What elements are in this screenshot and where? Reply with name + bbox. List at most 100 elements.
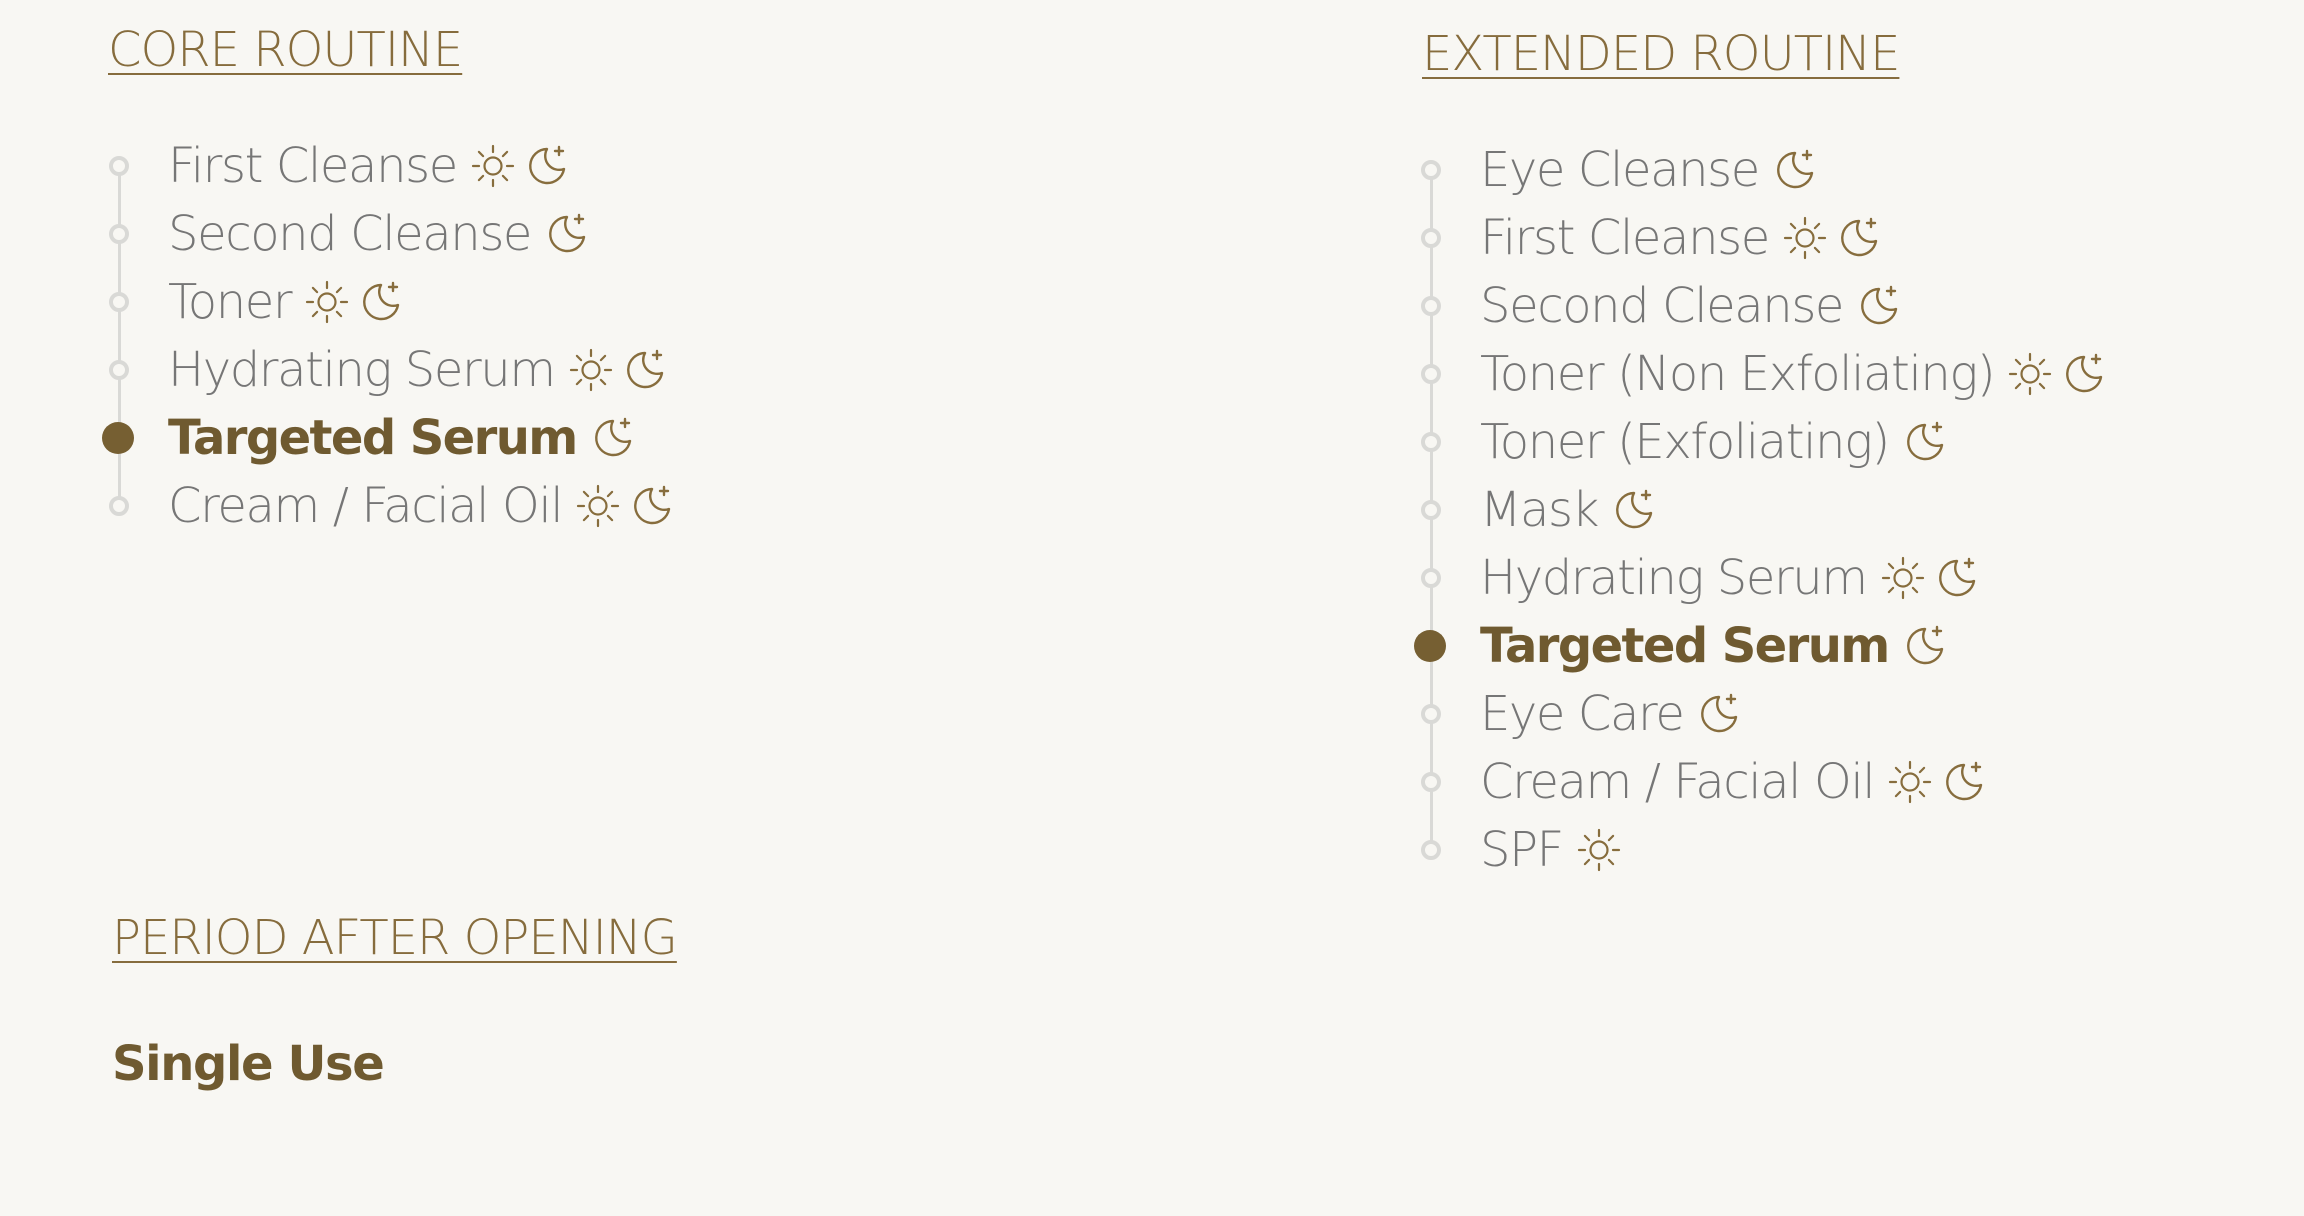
time-of-day-icons (1879, 554, 1981, 602)
step-marker (1421, 772, 1441, 792)
time-of-day-icons (1855, 282, 1903, 330)
routine-step: Hydrating Serum (1420, 548, 1981, 608)
step-label: First Cleanse (1480, 210, 1770, 266)
active-step-marker (1414, 630, 1446, 662)
time-of-day-icons (1901, 418, 1949, 466)
routine-step: First Cleanse (1420, 208, 1883, 268)
sun-icon (1781, 214, 1829, 262)
moon-icon (1901, 418, 1949, 466)
step-label: Hydrating Serum (168, 342, 556, 398)
time-of-day-icons (543, 210, 591, 258)
sun-icon (1879, 554, 1927, 602)
step-marker (1421, 568, 1441, 588)
moon-icon (1835, 214, 1883, 262)
routine-step: Cream / Facial Oil (1420, 752, 1988, 812)
sun-icon (1575, 826, 1623, 874)
time-of-day-icons (1575, 826, 1623, 874)
step-label: Eye Cleanse (1480, 142, 1760, 198)
sun-icon (303, 278, 351, 326)
time-of-day-icons (469, 142, 571, 190)
step-marker (1421, 364, 1441, 384)
routine-step: SPF (1420, 820, 1623, 880)
step-marker (109, 224, 129, 244)
period-after-opening-heading: PERIOD AFTER OPENING (112, 910, 678, 966)
time-of-day-icons (574, 482, 676, 530)
step-marker (1421, 704, 1441, 724)
step-marker (1421, 228, 1441, 248)
step-label: First Cleanse (168, 138, 458, 194)
sun-icon (2006, 350, 2054, 398)
step-label: SPF (1480, 822, 1564, 878)
step-label: Mask (1480, 482, 1599, 538)
step-marker (1421, 840, 1441, 860)
step-marker (109, 496, 129, 516)
step-label: Cream / Facial Oil (1480, 754, 1876, 810)
routine-step: Toner (108, 272, 405, 332)
time-of-day-icons (303, 278, 405, 326)
routine-step: First Cleanse (108, 136, 571, 196)
sun-icon (567, 346, 615, 394)
step-label: Second Cleanse (168, 206, 532, 262)
routine-step: Targeted Serum (102, 408, 637, 468)
moon-icon (1933, 554, 1981, 602)
routine-step: Second Cleanse (108, 204, 591, 264)
moon-icon (589, 414, 637, 462)
step-marker (109, 360, 129, 380)
step-label: Toner (Exfoliating) (1480, 414, 1890, 470)
moon-icon (1901, 622, 1949, 670)
routine-step: Toner (Non Exfoliating) (1420, 344, 2108, 404)
moon-icon (1855, 282, 1903, 330)
sun-icon (469, 142, 517, 190)
moon-icon (523, 142, 571, 190)
moon-icon (543, 210, 591, 258)
routine-step: Eye Cleanse (1420, 140, 1819, 200)
time-of-day-icons (1886, 758, 1988, 806)
routine-step: Eye Care (1420, 684, 1743, 744)
step-label: Targeted Serum (168, 410, 578, 466)
step-label: Toner (168, 274, 293, 330)
time-of-day-icons (1695, 690, 1743, 738)
time-of-day-icons (1610, 486, 1658, 534)
step-marker (109, 156, 129, 176)
routine-step: Targeted Serum (1414, 616, 1949, 676)
moon-icon (357, 278, 405, 326)
routine-step: Cream / Facial Oil (108, 476, 676, 536)
step-label: Cream / Facial Oil (168, 478, 564, 534)
moon-icon (1695, 690, 1743, 738)
extended-routine-heading: EXTENDED ROUTINE (1422, 26, 1900, 82)
time-of-day-icons (2006, 350, 2108, 398)
step-marker (109, 292, 129, 312)
active-step-marker (102, 422, 134, 454)
step-marker (1421, 160, 1441, 180)
routine-step: Toner (Exfoliating) (1420, 412, 1949, 472)
moon-icon (628, 482, 676, 530)
moon-icon (2060, 350, 2108, 398)
step-label: Toner (Non Exfoliating) (1480, 346, 1996, 402)
moon-icon (1771, 146, 1819, 194)
time-of-day-icons (1901, 622, 1949, 670)
time-of-day-icons (1781, 214, 1883, 262)
period-after-opening-value: Single Use (112, 1036, 385, 1092)
sun-icon (1886, 758, 1934, 806)
step-marker (1421, 500, 1441, 520)
moon-icon (1610, 486, 1658, 534)
timeline-line (118, 166, 121, 506)
core-routine-heading: CORE ROUTINE (108, 22, 463, 78)
step-label: Second Cleanse (1480, 278, 1844, 334)
moon-icon (1940, 758, 1988, 806)
moon-icon (621, 346, 669, 394)
step-label: Hydrating Serum (1480, 550, 1868, 606)
sun-icon (574, 482, 622, 530)
routine-step: Mask (1420, 480, 1658, 540)
step-label: Eye Care (1480, 686, 1685, 742)
step-marker (1421, 432, 1441, 452)
time-of-day-icons (589, 414, 637, 462)
routine-step: Second Cleanse (1420, 276, 1903, 336)
routine-step: Hydrating Serum (108, 340, 669, 400)
step-marker (1421, 296, 1441, 316)
time-of-day-icons (567, 346, 669, 394)
time-of-day-icons (1771, 146, 1819, 194)
step-label: Targeted Serum (1480, 618, 1890, 674)
